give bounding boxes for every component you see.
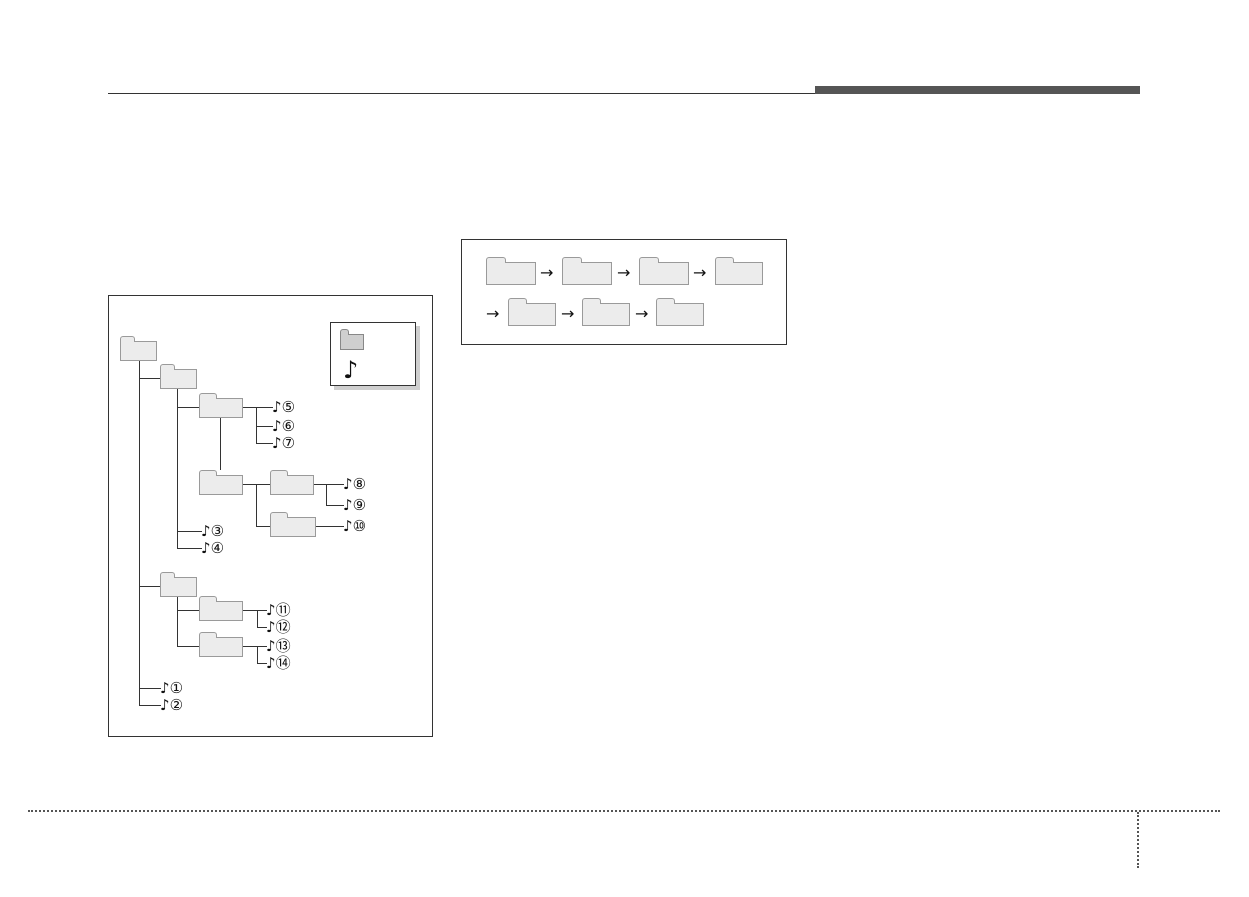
- tree-line: [243, 407, 273, 408]
- tree-line: [257, 610, 258, 627]
- folder-icon: [120, 341, 157, 361]
- tree-line: [243, 646, 267, 647]
- legend-folder-icon: [340, 334, 364, 350]
- tree-line: [326, 505, 344, 506]
- tree-line: [139, 378, 160, 379]
- track-7: ♪⑦: [272, 435, 295, 451]
- arrow-icon: →: [635, 306, 648, 322]
- track-1: ♪①: [160, 680, 183, 696]
- track-14: ♪⑭: [266, 655, 291, 671]
- tree-line: [177, 597, 178, 646]
- folder-icon: [270, 517, 316, 537]
- arrow-icon: →: [561, 306, 574, 322]
- folder-icon: [199, 637, 243, 657]
- tree-line: [139, 688, 161, 689]
- folder-icon: [199, 398, 243, 418]
- folder-icon: [160, 369, 197, 389]
- track-5: ♪⑤: [272, 399, 295, 415]
- tree-line: [139, 586, 160, 587]
- folder-icon: [582, 303, 630, 326]
- tree-line: [316, 526, 344, 527]
- tree-line: [177, 389, 178, 548]
- folder-order-diagram: [461, 239, 787, 345]
- arrow-icon: →: [486, 306, 499, 322]
- tree-line: [220, 417, 221, 470]
- arrow-icon: →: [693, 265, 706, 281]
- folder-icon: [486, 262, 536, 285]
- folder-icon: [160, 577, 197, 597]
- tree-line: [177, 646, 199, 647]
- track-4: ♪④: [201, 540, 224, 556]
- track-10: ♪⑩: [343, 518, 366, 534]
- footer-dotted-tick: [1137, 812, 1139, 868]
- tree-line: [139, 705, 161, 706]
- arrow-icon: →: [617, 265, 630, 281]
- track-3: ♪③: [201, 523, 224, 539]
- track-6: ♪⑥: [272, 418, 295, 434]
- header-bar: [815, 86, 1140, 94]
- folder-icon: [199, 601, 243, 621]
- track-11: ♪⑪: [266, 602, 291, 618]
- folder-icon: [199, 475, 243, 495]
- legend-music-note-icon: ♪: [343, 358, 358, 382]
- folder-icon: [639, 262, 689, 285]
- folder-icon: [656, 303, 704, 326]
- folder-icon: [270, 475, 314, 495]
- tree-line: [177, 531, 202, 532]
- tree-line: [256, 426, 273, 427]
- folder-icon: [508, 303, 556, 326]
- legend-box: ♪: [330, 322, 416, 386]
- track-8: ♪⑧: [343, 476, 366, 492]
- track-9: ♪⑨: [343, 497, 366, 513]
- tree-line: [314, 484, 344, 485]
- header-rule: [108, 93, 816, 94]
- tree-line: [256, 526, 270, 527]
- arrow-icon: →: [540, 265, 553, 281]
- folder-icon: [562, 262, 612, 285]
- track-13: ♪⑬: [266, 638, 291, 654]
- folder-icon: [715, 262, 763, 285]
- tree-line: [177, 407, 199, 408]
- footer-dotted-rule: [28, 810, 1220, 812]
- tree-line: [256, 484, 257, 526]
- tree-line: [256, 443, 273, 444]
- tree-line: [326, 484, 327, 505]
- track-12: ♪⑫: [266, 619, 291, 635]
- track-2: ♪②: [160, 697, 183, 713]
- tree-line: [177, 548, 202, 549]
- tree-line: [177, 610, 199, 611]
- tree-line: [257, 646, 258, 663]
- tree-line: [139, 361, 140, 706]
- tree-line: [243, 610, 267, 611]
